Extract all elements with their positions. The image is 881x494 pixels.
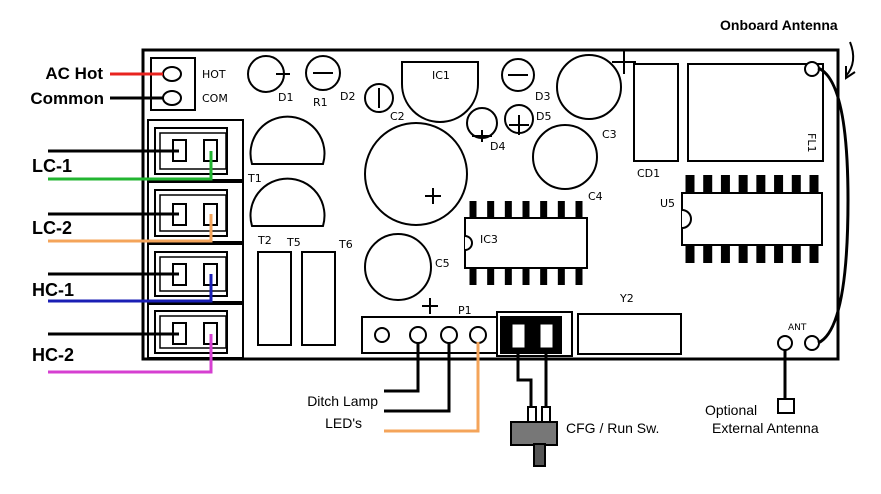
- ant-label: ANT: [788, 323, 807, 333]
- hc2-connector: [147, 303, 244, 359]
- ant-pad: [777, 335, 793, 351]
- leds-label: LED's: [325, 415, 362, 431]
- u5-label: U5: [660, 197, 675, 210]
- c5-component: [364, 233, 432, 301]
- cd1-component: [633, 63, 679, 162]
- r1-label: R1: [313, 96, 328, 109]
- d2-component: [364, 83, 394, 113]
- lc2-connector: [147, 181, 244, 243]
- external-antenna-terminal: [777, 398, 795, 414]
- t5-label: T5: [286, 236, 301, 249]
- lc1-green-wire: [48, 151, 213, 181]
- t6-label: T6: [338, 238, 353, 251]
- c3-component: [556, 50, 636, 120]
- cfg-connector: [496, 311, 573, 357]
- onboard-antenna-pad-bottom: [804, 335, 820, 351]
- fl1-label: FL1: [805, 133, 818, 152]
- c2-label: C2: [390, 110, 405, 123]
- hc1-connector: [147, 243, 244, 303]
- c4-label: C4: [588, 190, 603, 203]
- r1-component: [305, 55, 341, 91]
- d4-component: [466, 107, 498, 142]
- hc2-magenta-wire: [48, 334, 213, 374]
- t1-component: [249, 115, 326, 227]
- d5-label: D5: [536, 110, 551, 123]
- fl1-component: [687, 63, 824, 162]
- y2-label: Y2: [619, 292, 634, 305]
- c4-component: [532, 124, 598, 190]
- ic1-label: IC1: [432, 69, 450, 82]
- led-orange-wire: [384, 342, 480, 433]
- c5-label: C5: [435, 257, 450, 270]
- cfg-run-switch: [510, 406, 558, 467]
- cfg-switch-label: CFG / Run Sw.: [566, 420, 659, 436]
- led-black-wire: [384, 342, 451, 413]
- hot-label: HOT: [202, 68, 226, 81]
- cfg-switch-wire-left: [516, 348, 533, 412]
- d1-component: [247, 55, 290, 93]
- t5-component: [257, 251, 292, 346]
- com-label: COM: [202, 92, 228, 105]
- hc1-blue-wire: [48, 274, 213, 303]
- t2-label: T2: [257, 234, 272, 247]
- ditch-lamp-wire: [384, 342, 420, 393]
- lc2-orange-wire: [48, 214, 213, 243]
- d1-label: D1: [278, 91, 293, 104]
- d5-component: [504, 104, 534, 135]
- ditch-lamp-label: Ditch Lamp: [307, 393, 378, 409]
- common-label: Common: [30, 89, 104, 108]
- c3-label: C3: [602, 128, 617, 141]
- p1-label: P1: [458, 304, 472, 317]
- big-capacitor: [364, 122, 468, 226]
- d2-label: D2: [340, 90, 355, 103]
- d4-label: D4: [490, 140, 505, 153]
- ic1-component: [401, 61, 479, 123]
- lc2-label: LC-2: [32, 218, 72, 238]
- onboard-antenna-label: Onboard Antenna: [720, 17, 838, 33]
- lc1-label: LC-1: [32, 156, 72, 176]
- u5-component: [681, 175, 823, 263]
- hc2-label: HC-2: [32, 345, 74, 365]
- cd1-label: CD1: [637, 167, 660, 180]
- onboard-antenna-pad-top: [804, 61, 820, 77]
- onboard-antenna-arrow: [845, 41, 855, 77]
- d3-component: [501, 58, 535, 92]
- hc1-label: HC-1: [32, 280, 74, 300]
- external-antenna-label: External Antenna: [712, 420, 819, 436]
- ic3-component: [464, 201, 588, 285]
- onboard-antenna-wire: [817, 66, 850, 345]
- ac-hot-label: AC Hot: [45, 64, 103, 83]
- d3-label: D3: [535, 90, 550, 103]
- t1-label: T1: [247, 172, 262, 185]
- ic3-label: IC3: [480, 233, 498, 246]
- t6-component: [301, 251, 336, 346]
- ac-terminal-block: [150, 57, 196, 111]
- y2-component: [577, 313, 682, 355]
- optional-label: Optional: [705, 402, 757, 418]
